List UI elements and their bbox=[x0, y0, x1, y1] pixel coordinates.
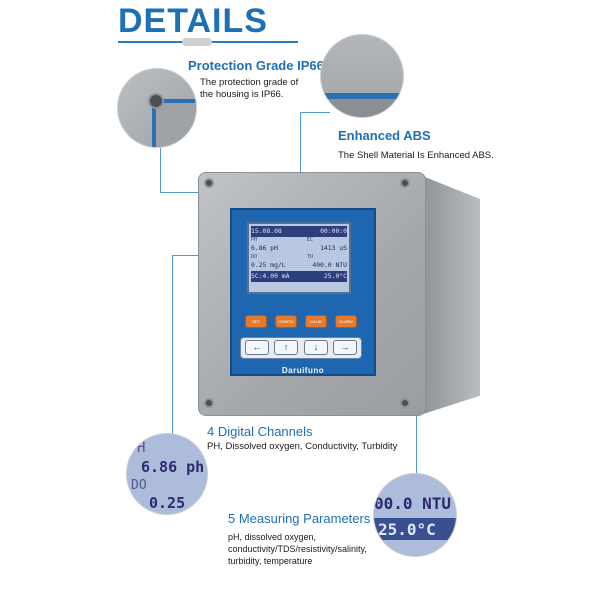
lcd-display: 15.08.08 00:00:0 PH EC 6.86 pH 1413 uS D… bbox=[247, 222, 351, 294]
lcd-value-row-2: 0.25 mg/L 400.0 NTU bbox=[251, 260, 347, 271]
abs-zoom-circle bbox=[320, 34, 404, 118]
ip66-title: Protection Grade IP66 bbox=[188, 58, 324, 73]
lcd-current: SC:4.00 mA bbox=[251, 272, 290, 280]
screw-icon-bottom-left bbox=[204, 398, 214, 408]
abs-title: Enhanced ABS bbox=[338, 128, 431, 143]
leader-channels bbox=[172, 255, 173, 435]
channels-title: 4 Digital Channels bbox=[207, 424, 313, 439]
leader-ip66-h bbox=[160, 192, 210, 193]
ip66-zoom-circle bbox=[117, 68, 197, 148]
alarm-button[interactable]: ALARM bbox=[335, 315, 357, 328]
params-title: 5 Measuring Parameters bbox=[228, 511, 371, 526]
params-zoom-circle: 00.0 NTU 25.0°C bbox=[373, 473, 457, 557]
zoom-channel-label-2: DO bbox=[131, 478, 147, 493]
lcd-label-row-2: DO TU bbox=[251, 254, 347, 260]
channels-text: PH, Dissolved oxygen, Conductivity, Turb… bbox=[207, 441, 398, 452]
params-text: pH, dissolved oxygen, conductivity/TDS/r… bbox=[228, 532, 367, 566]
zoom-param-turbidity: 00.0 NTU bbox=[374, 494, 452, 513]
zoom-shell-lower bbox=[321, 99, 403, 117]
down-arrow-button[interactable]: ↓ bbox=[304, 340, 328, 355]
zoom-channel-label-1: H bbox=[137, 440, 146, 456]
lcd-temp: 25.0°C bbox=[323, 272, 347, 280]
lcd-time: 00:00:0 bbox=[320, 227, 347, 235]
right-arrow-button[interactable]: → bbox=[333, 340, 357, 355]
leader-abs-h bbox=[300, 112, 330, 113]
zoom-shell-edge bbox=[321, 93, 403, 99]
title-underline-accent bbox=[182, 38, 212, 46]
lcd-ec-label: EC bbox=[306, 237, 313, 243]
calib-button[interactable]: CALIB bbox=[305, 315, 327, 328]
channels-zoom-circle: H 6.86 ph DO 0.25 bbox=[126, 433, 208, 515]
abs-text: The Shell Material Is Enhanced ABS. bbox=[338, 150, 494, 161]
screw-icon-top-left bbox=[204, 178, 214, 188]
zoom-screw-icon bbox=[148, 93, 164, 109]
leader-abs bbox=[300, 112, 301, 212]
config-button[interactable]: CONFIG bbox=[275, 315, 297, 328]
screw-icon-top-right bbox=[400, 178, 410, 188]
zoom-channel-value-2: 0.25 bbox=[149, 494, 186, 512]
lcd-do-label: DO bbox=[251, 254, 258, 260]
lcd-value-row-1: 6.86 pH 1413 uS bbox=[251, 243, 347, 254]
up-arrow-button[interactable]: ↑ bbox=[274, 340, 298, 355]
ip66-text: The protection grade of the housing is I… bbox=[200, 77, 299, 100]
leader-ip66 bbox=[160, 148, 161, 192]
arrow-button-bar bbox=[240, 337, 362, 359]
lcd-do-value: 0.25 mg/L bbox=[251, 261, 286, 269]
lcd-tu-label: TU bbox=[306, 254, 313, 260]
lcd-header-row: 15.08.08 00:00:0 bbox=[251, 226, 347, 237]
lcd-label-row-1: PH EC bbox=[251, 237, 347, 243]
zoom-channel-value-1: 6.86 ph bbox=[141, 458, 205, 476]
lcd-footer-row: SC:4.00 mA 25.0°C bbox=[251, 271, 347, 282]
lcd-ec-value: 1413 uS bbox=[320, 244, 347, 252]
lcd-ph-value: 6.86 pH bbox=[251, 244, 278, 252]
lcd-ph-label: PH bbox=[251, 237, 258, 243]
page-title: DETAILS bbox=[118, 2, 268, 40]
device-housing-side bbox=[420, 175, 480, 415]
lcd-date: 15.08.08 bbox=[251, 227, 282, 235]
lcd-tu-value: 400.0 NTU bbox=[312, 261, 347, 269]
screw-icon-bottom-right bbox=[400, 398, 410, 408]
zoom-param-temp-band bbox=[374, 518, 456, 540]
left-arrow-button[interactable]: ← bbox=[245, 340, 269, 355]
device-brand-logo: Daruifuno bbox=[281, 366, 325, 375]
set-button[interactable]: SET bbox=[245, 315, 267, 328]
zoom-param-temp: 25.0°C bbox=[378, 520, 436, 539]
